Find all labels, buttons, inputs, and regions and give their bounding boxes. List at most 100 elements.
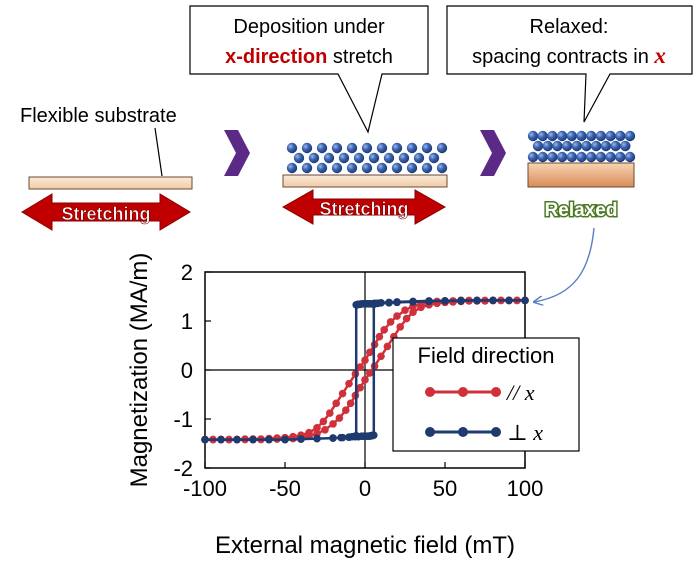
stage-1-substrate-stretched: Flexible substrate Stretching (20, 105, 193, 231)
sphere-icon (576, 130, 587, 142)
data-point (249, 435, 257, 444)
sphere-icon (391, 142, 403, 154)
stretch-arrow-2: Stretching (281, 189, 447, 225)
x-tick-label: 50 (433, 476, 457, 501)
data-point (313, 434, 321, 443)
callout-relaxed: Relaxed: spacing contracts in x (446, 5, 693, 123)
callout-deposition-rest: stretch (327, 46, 393, 68)
data-point (332, 399, 341, 408)
callout-relaxed-line1: Relaxed: (530, 16, 609, 38)
sphere-icon (552, 140, 563, 152)
sphere-icon (537, 151, 548, 163)
stage-2-deposition: Deposition under x-direction stretch Str… (189, 5, 448, 225)
data-point (345, 379, 353, 388)
data-point (356, 363, 365, 371)
sphere-icon (323, 152, 335, 164)
sphere-icon (361, 162, 373, 174)
sphere-icon (571, 140, 582, 152)
x-tick-label: 0 (359, 476, 371, 501)
sphere-icon (301, 142, 313, 154)
data-point (417, 303, 425, 312)
legend-entry-parallel: // x (425, 380, 535, 405)
sphere-icon (624, 130, 636, 142)
series-layer (201, 296, 529, 444)
data-point (338, 389, 347, 398)
sphere-icon (301, 162, 313, 174)
data-point (505, 296, 513, 305)
data-point (489, 296, 497, 305)
data-point (356, 383, 365, 392)
data-point (385, 299, 393, 307)
x-tick-label: -100 (183, 476, 227, 501)
sphere-icon (556, 151, 568, 163)
sphere-icon (547, 151, 558, 163)
y-tick-label: 1 (181, 309, 193, 334)
substrate-label: Flexible substrate (20, 105, 177, 127)
sphere-icon (346, 142, 358, 154)
data-point (329, 434, 337, 442)
data-point (201, 435, 209, 444)
data-point (521, 296, 529, 305)
sphere-icon (605, 151, 616, 163)
data-point (337, 433, 345, 442)
y-tick-label: 0 (181, 358, 193, 383)
y-tick-labels: -2 -1 0 1 2 (173, 260, 211, 481)
sphere-icon (293, 152, 305, 164)
sphere-icon (376, 162, 388, 174)
sphere-layer-dense (527, 130, 636, 163)
data-point (345, 433, 353, 441)
sphere-icon (316, 142, 328, 154)
sphere-icon (615, 151, 626, 163)
data-point (370, 431, 378, 439)
data-point (473, 296, 481, 305)
sphere-icon (436, 142, 448, 154)
chevron-icon-1 (224, 130, 250, 176)
sphere-icon (436, 162, 448, 174)
data-point (326, 409, 334, 417)
relaxed-badge: Relaxed (545, 200, 618, 221)
legend-title: Field direction (418, 343, 555, 368)
x-tick-label: -50 (269, 476, 301, 501)
data-point (377, 352, 385, 361)
sphere-icon (566, 151, 577, 163)
data-point (361, 356, 369, 365)
y-tick-label: 2 (181, 260, 193, 285)
sphere-icon (527, 130, 539, 142)
substrate-strip (28, 176, 193, 190)
y-tick-label: -1 (173, 407, 193, 432)
sphere-icon (286, 142, 298, 154)
y-tick-label: -2 (173, 456, 193, 481)
data-point (217, 435, 225, 444)
sphere-icon (308, 152, 320, 164)
data-point (366, 348, 374, 357)
callout-deposition-line2: x-direction stretch (225, 46, 393, 68)
sphere-icon (547, 130, 558, 142)
data-point (297, 435, 305, 443)
data-point (321, 425, 329, 434)
sphere-icon (428, 152, 440, 164)
data-point (409, 308, 417, 316)
data-point (281, 435, 289, 444)
sphere-icon (398, 152, 410, 164)
data-point (313, 424, 321, 432)
sphere-icon (406, 162, 418, 174)
x-axis-label: External magnetic field (mT) (215, 532, 515, 559)
pointer-arrow (534, 227, 595, 302)
sphere-icon (595, 130, 607, 142)
data-point (457, 297, 465, 305)
sphere-icon (605, 130, 616, 142)
sphere-icon (610, 140, 621, 152)
sphere-icon (316, 162, 328, 174)
sphere-icon (542, 140, 553, 152)
sphere-icon (576, 151, 587, 163)
substrate-leader-line (154, 127, 163, 177)
sphere-icon (331, 142, 343, 154)
callout-deposition: Deposition under x-direction stretch (189, 5, 429, 134)
stretch-label-2: Stretching (319, 199, 408, 219)
data-point (393, 298, 401, 307)
y-axis-label: Magnetization (MA/m) (126, 253, 153, 488)
sphere-icon (346, 162, 358, 174)
data-point (383, 342, 392, 351)
sphere-icon (595, 151, 607, 163)
